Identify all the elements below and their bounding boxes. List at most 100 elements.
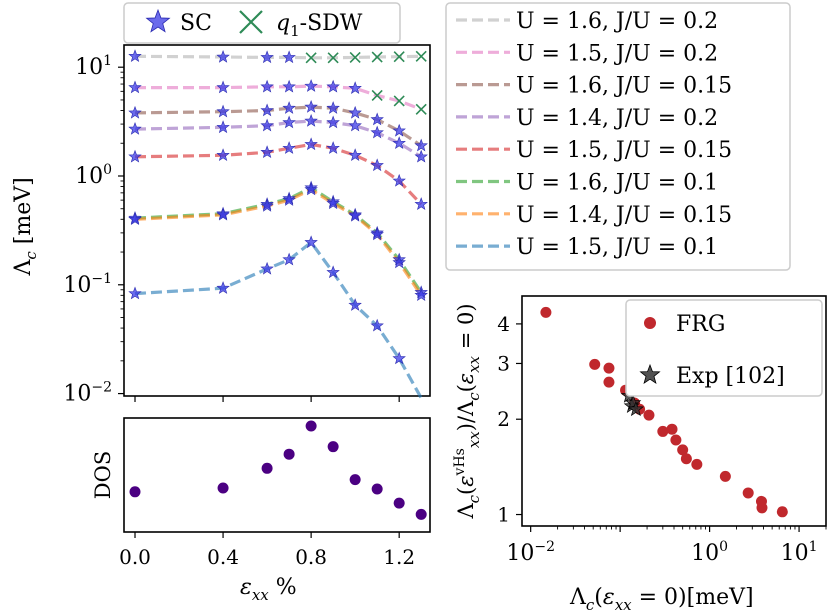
- sc-star-marker: [282, 141, 296, 154]
- sc-star-marker: [282, 79, 296, 93]
- sc-star-marker: [370, 158, 384, 172]
- sc-star-marker: [304, 113, 318, 127]
- sc-star-marker: [216, 49, 230, 63]
- frg-point: [589, 358, 601, 370]
- x-tick-label: 0.0: [119, 545, 151, 569]
- sdw-cross-marker: [327, 52, 339, 64]
- sdw-cross-marker: [415, 50, 427, 62]
- sc-star-marker: [216, 80, 230, 94]
- sc-star-marker: [260, 50, 274, 64]
- sc-star-marker: [304, 137, 318, 151]
- dos-point: [349, 474, 361, 486]
- dos-axes-frame: [123, 417, 431, 533]
- x-tick-label: 0.4: [207, 545, 239, 569]
- x-tick-label: 0.8: [295, 545, 327, 569]
- sc-star-marker: [392, 255, 406, 269]
- y-tick-label: 2: [497, 407, 510, 431]
- sc-star-marker: [216, 120, 230, 134]
- sc-star-marker: [348, 81, 362, 95]
- sc-star-marker: [392, 351, 406, 365]
- series-line: [134, 142, 423, 206]
- sc-star-marker: [326, 79, 340, 93]
- dos-point: [261, 462, 273, 474]
- sc-star-marker: [282, 193, 296, 206]
- legend-series-label: U = 1.6, J/U = 0.1: [516, 171, 718, 196]
- dos-point: [305, 420, 317, 432]
- dos-point: [393, 497, 405, 509]
- right-x-axis-label: Λc(εxx = 0)[meV]: [569, 585, 754, 614]
- sc-star-marker: [260, 103, 274, 117]
- frg-point: [670, 434, 682, 446]
- sc-star-marker: [348, 208, 362, 222]
- sc-star-marker: [370, 125, 384, 139]
- dos-point: [327, 441, 339, 453]
- exp-star-point: [627, 400, 644, 417]
- exp-star-point: [625, 394, 642, 410]
- sc-star-marker: [348, 298, 362, 311]
- x-tick-label: 101: [781, 539, 818, 566]
- series-line: [134, 187, 423, 297]
- sdw-cross-marker: [371, 89, 383, 102]
- sc-star-marker: [370, 112, 384, 126]
- dos-point: [129, 486, 141, 498]
- sc-star-marker: [304, 79, 318, 92]
- frg-point: [691, 458, 703, 470]
- x-tick-label: 10−2: [506, 539, 555, 566]
- legend-series-label: U = 1.5, J/U = 0.2: [516, 41, 718, 66]
- series-line: [134, 119, 423, 159]
- sc-star-marker: [282, 115, 296, 129]
- sc-star-marker: [304, 235, 318, 249]
- sc-star-marker: [348, 148, 362, 162]
- legend-series-label: U = 1.5, J/U = 0.15: [516, 138, 732, 163]
- sc-star-marker: [216, 104, 230, 118]
- y-tick-label: 10−1: [63, 271, 112, 298]
- sc-star-marker: [260, 261, 274, 275]
- legend-exp-label: Exp [102]: [676, 364, 785, 389]
- sc-star-marker: [414, 149, 428, 163]
- frg-point: [603, 376, 615, 388]
- sc-star-marker: [414, 138, 428, 152]
- y-tick-label: 10−2: [63, 380, 112, 407]
- sc-star-marker: [392, 173, 406, 187]
- sc-star-marker: [348, 118, 362, 132]
- frg-point: [677, 444, 689, 456]
- sc-star-marker: [216, 281, 230, 294]
- sc-star-marker: [128, 149, 142, 163]
- sc-star-marker: [282, 252, 296, 266]
- sc-star-marker: [326, 115, 340, 129]
- legend-series-label: U = 1.4, J/U = 0.15: [516, 203, 732, 228]
- sdw-cross-marker: [371, 51, 383, 63]
- dos-y-label: DOS: [91, 451, 115, 499]
- legend-series-label: U = 1.6, J/U = 0.2: [516, 9, 718, 34]
- legend-series-label: U = 1.4, J/U = 0.2: [516, 106, 718, 131]
- frg-point: [776, 506, 788, 518]
- y-tick-label: 4: [497, 312, 510, 336]
- y-tick-label: 100: [75, 162, 112, 189]
- x-axis-label: εxx %: [240, 575, 297, 604]
- y-axis-label: Λc [meV]: [11, 177, 40, 276]
- sc-star-marker: [128, 286, 142, 300]
- frg-point: [603, 362, 615, 374]
- dos-point: [415, 508, 427, 520]
- frg-point: [643, 409, 655, 421]
- legend-frg-icon: [644, 317, 656, 329]
- sc-star-marker: [326, 141, 340, 154]
- legend-series-label: U = 1.6, J/U = 0.15: [516, 74, 732, 99]
- frg-point: [657, 425, 669, 437]
- sc-star-marker: [128, 105, 142, 119]
- x-tick-label: 100: [691, 539, 728, 566]
- sc-star-marker: [348, 105, 362, 119]
- y-tick-label: 1: [497, 503, 510, 527]
- legend-sdw-cross-icon: [239, 10, 263, 34]
- frg-point: [756, 502, 768, 514]
- sc-star-marker: [260, 145, 274, 159]
- legend-sdw-label: q1-SDW: [276, 11, 363, 40]
- frg-point: [666, 423, 678, 435]
- sdw-cross-marker: [415, 103, 427, 115]
- sc-star-marker: [216, 148, 230, 162]
- series-line: [134, 105, 423, 148]
- top-left-axes-frame: [123, 44, 431, 397]
- x-tick-label: 1.2: [383, 545, 415, 569]
- sc-star-marker: [414, 288, 428, 302]
